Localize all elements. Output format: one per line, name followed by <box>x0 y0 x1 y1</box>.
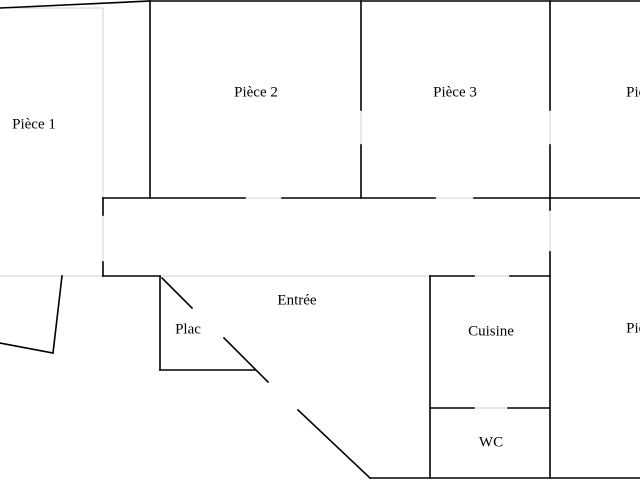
room-label-piece-4: Pièce 4 <box>626 84 640 100</box>
room-label-wc: WC <box>479 434 503 450</box>
room-label-piece-2: Pièce 2 <box>234 84 278 100</box>
room-labels: Pièce 1 Pièce 2 Pièce 3 Pièce 4 Entrée P… <box>12 84 640 450</box>
partition-lines <box>0 7 551 409</box>
room-label-piece-5: Pièce 5 <box>626 320 640 336</box>
room-label-piece-3: Pièce 3 <box>433 84 477 100</box>
room-label-placard: Plac <box>175 321 201 337</box>
room-label-piece-1: Pièce 1 <box>12 116 56 132</box>
room-label-entree: Entrée <box>277 292 316 308</box>
room-label-cuisine: Cuisine <box>468 323 514 339</box>
